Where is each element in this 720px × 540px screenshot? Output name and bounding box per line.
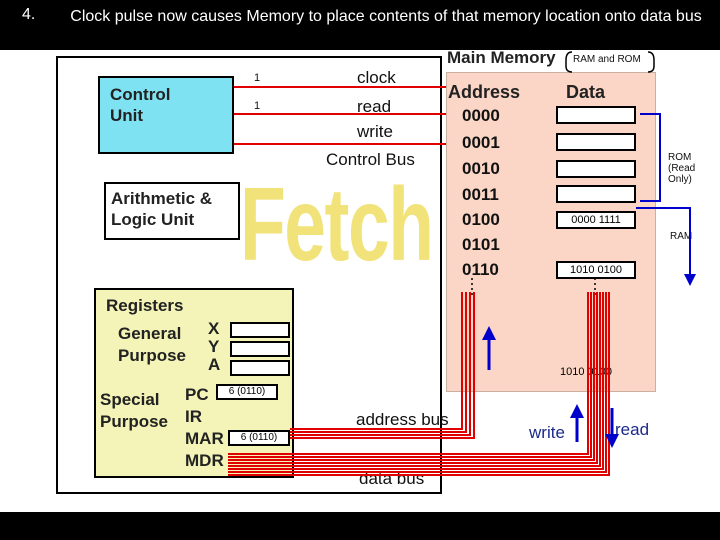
control-unit-box	[98, 76, 234, 154]
main-memory-box	[446, 72, 656, 392]
register-mar-label: MAR	[185, 429, 224, 448]
memory-cell-0001	[556, 133, 636, 151]
address-0000: 0000	[462, 106, 500, 125]
fetch-watermark: Fetch	[240, 167, 434, 283]
registers-box	[94, 288, 294, 478]
register-y-cell	[230, 341, 290, 357]
slide-title: Clock pulse now causes Memory to place c…	[70, 8, 702, 25]
address-0101: 0101	[462, 235, 500, 254]
register-mdr-label: MDR	[185, 451, 224, 470]
register-pc-label: PC	[185, 385, 209, 404]
address-0001: 0001	[462, 133, 500, 152]
read-signal-value: 1	[254, 100, 261, 112]
register-pc-cell: 6 (0110)	[216, 384, 278, 400]
control-bus-label: Control Bus	[326, 150, 415, 169]
clock-label: clock	[357, 68, 396, 87]
address-0100: 0100	[462, 210, 500, 229]
ram-arrow	[636, 207, 691, 280]
register-x-label: X	[208, 319, 220, 338]
register-mar-cell: 6 (0110)	[228, 430, 290, 446]
memory-cell-0011	[556, 185, 636, 203]
memory-bracket	[565, 51, 573, 73]
register-a-label: A	[208, 355, 221, 374]
register-a-cell	[230, 360, 290, 376]
data-bus-label: data bus	[359, 469, 425, 488]
address-header: Address	[448, 82, 521, 102]
control-unit-label: Control Unit	[110, 85, 171, 125]
data-bus-lines	[228, 292, 610, 476]
read-label: read	[357, 97, 392, 116]
special-purpose-label: Special Purpose	[100, 390, 169, 431]
register-ir-label: IR	[185, 407, 202, 426]
memory-cell-0100: 0000 1111	[556, 211, 636, 229]
general-purpose-label: General Purpose	[118, 324, 187, 365]
read-arrow-label: read	[615, 420, 650, 439]
register-y-label: Y	[208, 337, 220, 356]
clock-signal-value: 1	[254, 72, 261, 84]
data-header: Data	[566, 82, 606, 102]
alu-box	[104, 182, 240, 240]
memory-cell-0000	[556, 106, 636, 124]
address-bus-lines	[290, 292, 475, 439]
address-0010: 0010	[462, 159, 500, 178]
rom-arrow	[640, 113, 661, 202]
registers-title: Registers	[106, 296, 184, 315]
rom-label: ROM (Read Only)	[668, 152, 696, 185]
address-0011: 0011	[462, 185, 499, 204]
alu-label: Arithmetic & Logic Unit	[111, 189, 213, 229]
register-x-cell	[230, 322, 290, 338]
write-label: write	[357, 122, 393, 141]
memory-cell-0010	[556, 160, 636, 178]
address-0110: 0110	[462, 260, 499, 279]
memory-cell-0110: 1010 0100	[556, 261, 636, 279]
ram-label: RAM	[670, 231, 693, 242]
memory-title-note: RAM and ROM	[573, 54, 641, 65]
write-arrow-label: write	[529, 423, 565, 442]
address-bus-label: address bus	[356, 410, 449, 429]
slide-number: 4.	[22, 6, 36, 23]
memory-title: Main Memory	[447, 48, 556, 67]
